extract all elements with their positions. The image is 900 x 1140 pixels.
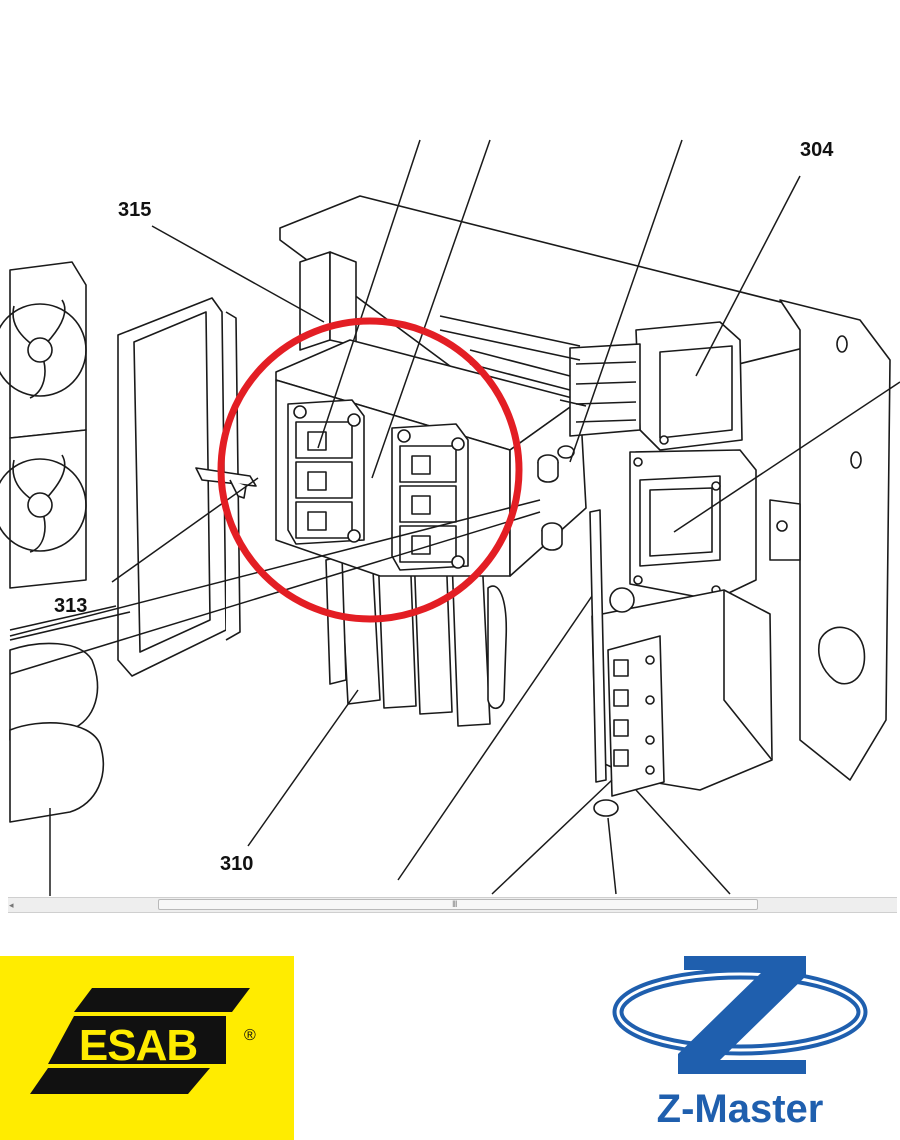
callout-310: 310 — [220, 853, 253, 875]
scrollbar-thumb[interactable]: III — [158, 899, 758, 910]
esab-wordmark: ESAB — [79, 1021, 197, 1070]
right-side-panel — [769, 299, 891, 781]
callout-304: 304 — [800, 139, 834, 161]
igbt-module-left — [287, 399, 365, 545]
bus-bars — [439, 315, 587, 407]
scrollbar-grip: III — [452, 899, 457, 909]
terminal-strip — [607, 635, 665, 797]
cooling-fan-assembly — [0, 261, 87, 589]
leader-lines — [9, 139, 900, 896]
registered-mark: ® — [244, 1027, 256, 1044]
cable-bundle — [9, 605, 131, 823]
heat-sink-fins — [325, 549, 508, 727]
horizontal-scrollbar[interactable]: ◂ III — [8, 897, 897, 913]
terminal-posts — [537, 445, 575, 551]
igbt-module-right — [391, 423, 469, 571]
knob — [593, 587, 635, 817]
fan-shroud-frame — [117, 297, 241, 677]
z-master-wordmark: Z-Master — [657, 1087, 824, 1130]
esab-logo: ESAB ® — [0, 956, 294, 1140]
highlight-circle — [217, 317, 523, 623]
z-master-logo: Z-Master — [612, 956, 868, 1130]
exploded-parts-diagram: 315 304 313 310 — [0, 139, 900, 896]
mounting-clip — [195, 467, 257, 499]
callout-313: 313 — [54, 595, 87, 617]
scroll-left-arrow-icon[interactable]: ◂ — [9, 900, 14, 910]
callout-315: 315 — [118, 199, 151, 221]
middle-transformer — [629, 449, 757, 601]
